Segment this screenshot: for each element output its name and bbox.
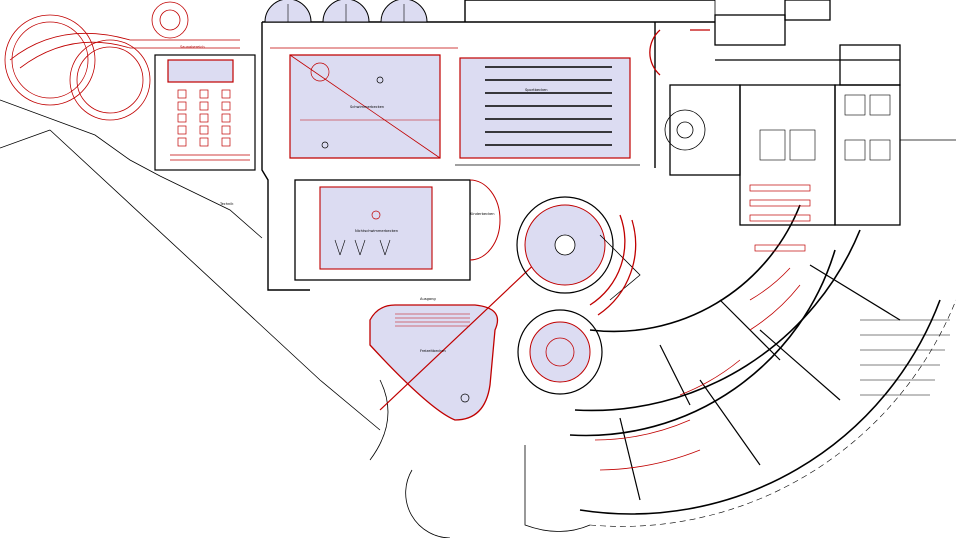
curved-wing bbox=[569, 204, 941, 515]
spiral-stair bbox=[664, 109, 706, 151]
small-label-1: Kinderbecken bbox=[470, 212, 495, 216]
left-wing bbox=[154, 54, 256, 171]
small-label-3: Ausgang bbox=[420, 297, 436, 301]
round-pool bbox=[516, 196, 641, 301]
sauna-label: Saunabereich bbox=[180, 45, 205, 49]
lower-round-pool bbox=[517, 309, 603, 395]
pool-bottom-label: Freizeitbecken bbox=[420, 349, 446, 353]
pool-top-left bbox=[270, 47, 458, 159]
curved-wing-radials bbox=[619, 264, 901, 501]
bench-rows bbox=[749, 184, 811, 252]
pool-lap-label: Sportbecken bbox=[525, 88, 548, 92]
pool-middle-label: Nichtschwimmerbecken bbox=[355, 229, 398, 233]
pool-lap bbox=[455, 57, 640, 166]
small-label-2: Technik bbox=[219, 202, 234, 206]
changing-cabins-left bbox=[170, 89, 250, 161]
hatched-zone bbox=[860, 319, 950, 396]
stair-arc bbox=[589, 214, 637, 316]
locker-rows bbox=[594, 267, 801, 471]
red-arc-top bbox=[649, 29, 710, 76]
toilet-stalls bbox=[759, 94, 891, 161]
pool-middle bbox=[294, 179, 501, 281]
entrance-paths bbox=[4, 1, 240, 121]
pool-bottom bbox=[369, 239, 561, 421]
service-block bbox=[669, 0, 901, 226]
top-arch-lines bbox=[287, 4, 405, 22]
pool-top-left-label: Schwimmerbecken bbox=[350, 105, 384, 109]
outer-dashed-arc bbox=[589, 299, 956, 527]
